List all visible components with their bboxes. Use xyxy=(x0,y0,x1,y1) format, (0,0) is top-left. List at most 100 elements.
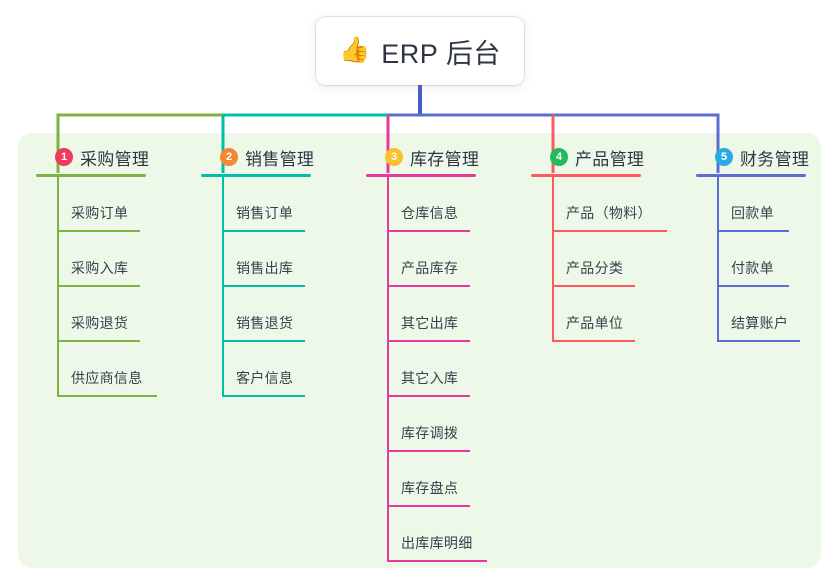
item-rule xyxy=(57,230,140,232)
item-label: 回款单 xyxy=(731,205,774,221)
column-items: 产品（物料） 产品分类产品单位 xyxy=(531,177,667,342)
column-spine xyxy=(222,177,224,397)
item-rule xyxy=(57,285,140,287)
item-rule xyxy=(387,450,470,452)
list-item[interactable]: 其它入库 xyxy=(387,342,479,397)
item-label: 产品分类 xyxy=(566,260,624,276)
list-item[interactable]: 出库库明细 xyxy=(387,507,487,562)
column-title: 产品管理 xyxy=(575,149,645,169)
list-item[interactable]: 产品库存 xyxy=(387,232,479,287)
list-item[interactable]: 库存盘点 xyxy=(387,452,479,507)
item-rule xyxy=(387,505,470,507)
column-header-1[interactable]: 1 采购管理 xyxy=(36,144,149,170)
item-rule xyxy=(222,285,305,287)
number-badge-icon: 5 xyxy=(715,148,733,166)
item-label: 采购入库 xyxy=(71,260,129,276)
item-rule xyxy=(387,340,470,342)
item-label: 采购退货 xyxy=(71,315,129,331)
item-label: 其它入库 xyxy=(401,370,459,386)
item-rule xyxy=(387,395,470,397)
number-badge-icon: 4 xyxy=(550,148,568,166)
item-label: 销售退货 xyxy=(236,315,294,331)
column-header-3[interactable]: 3 库存管理 xyxy=(366,144,479,170)
list-item[interactable]: 销售订单 xyxy=(222,177,314,232)
list-item[interactable]: 产品单位 xyxy=(552,287,644,342)
column-items: 销售订单销售出库销售退货客户信息 xyxy=(201,177,314,397)
list-item[interactable]: 销售退货 xyxy=(222,287,314,342)
list-item[interactable]: 仓库信息 xyxy=(387,177,479,232)
list-item[interactable]: 库存调拨 xyxy=(387,397,479,452)
column-title: 采购管理 xyxy=(80,149,150,169)
list-item[interactable]: 结算账户 xyxy=(717,287,809,342)
item-rule xyxy=(717,340,800,342)
list-item[interactable]: 采购退货 xyxy=(57,287,149,342)
list-item[interactable]: 其它出库 xyxy=(387,287,479,342)
item-label: 产品库存 xyxy=(401,260,459,276)
item-label: 供应商信息 xyxy=(71,370,143,386)
item-rule xyxy=(57,340,140,342)
column-items: 回款单付款单结算账户 xyxy=(696,177,809,342)
column-4: 4 产品管理产品（物料） 产品分类产品单位 xyxy=(531,144,667,342)
column-items: 仓库信息产品库存其它出库其它入库库存调拨库存盘点出库库明细 xyxy=(366,177,487,562)
item-label: 销售出库 xyxy=(236,260,294,276)
item-rule xyxy=(552,230,667,232)
item-label: 库存调拨 xyxy=(401,425,459,441)
list-item[interactable]: 供应商信息 xyxy=(57,342,157,397)
item-rule xyxy=(387,230,470,232)
column-title: 销售管理 xyxy=(245,149,315,169)
item-label: 出库库明细 xyxy=(401,535,473,551)
column-spine xyxy=(717,177,719,342)
item-rule xyxy=(552,285,635,287)
column-header-rule xyxy=(531,174,641,177)
column-header-rule xyxy=(696,174,806,177)
root-title: ERP 后台 xyxy=(381,38,501,69)
column-header-rule xyxy=(366,174,476,177)
column-title: 库存管理 xyxy=(410,149,480,169)
item-label: 产品（物料） xyxy=(566,205,652,221)
item-rule xyxy=(387,560,487,562)
column-items: 采购订单采购入库采购退货供应商信息 xyxy=(36,177,157,397)
item-label: 客户信息 xyxy=(236,370,294,386)
item-label: 库存盘点 xyxy=(401,480,459,496)
number-badge-icon: 3 xyxy=(385,148,403,166)
column-header-4[interactable]: 4 产品管理 xyxy=(531,144,644,170)
column-header-5[interactable]: 5 财务管理 xyxy=(696,144,809,170)
column-spine xyxy=(387,177,389,562)
number-badge-icon: 1 xyxy=(55,148,73,166)
column-spine xyxy=(57,177,59,397)
column-header-2[interactable]: 2 销售管理 xyxy=(201,144,314,170)
item-rule xyxy=(222,340,305,342)
list-item[interactable]: 采购订单 xyxy=(57,177,149,232)
item-label: 其它出库 xyxy=(401,315,459,331)
item-rule xyxy=(552,340,635,342)
item-rule xyxy=(57,395,157,397)
item-rule xyxy=(387,285,470,287)
item-label: 销售订单 xyxy=(236,205,294,221)
root-node[interactable]: 👍 ERP 后台 xyxy=(316,17,524,85)
column-spine xyxy=(552,177,554,342)
column-title: 财务管理 xyxy=(740,149,810,169)
item-label: 产品单位 xyxy=(566,315,624,331)
list-item[interactable]: 产品（物料） xyxy=(552,177,667,232)
list-item[interactable]: 采购入库 xyxy=(57,232,149,287)
item-rule xyxy=(222,395,305,397)
list-item[interactable]: 客户信息 xyxy=(222,342,314,397)
number-badge-icon: 2 xyxy=(220,148,238,166)
column-2: 2 销售管理销售订单销售出库销售退货客户信息 xyxy=(201,144,314,397)
list-item[interactable]: 产品分类 xyxy=(552,232,644,287)
column-1: 1 采购管理采购订单采购入库采购退货供应商信息 xyxy=(36,144,157,397)
column-5: 5 财务管理回款单付款单结算账户 xyxy=(696,144,809,342)
item-label: 仓库信息 xyxy=(401,205,459,221)
item-label: 结算账户 xyxy=(731,315,789,331)
list-item[interactable]: 销售出库 xyxy=(222,232,314,287)
list-item[interactable]: 付款单 xyxy=(717,232,809,287)
item-rule xyxy=(717,230,789,232)
thumbs-up-icon: 👍 xyxy=(339,35,371,64)
item-label: 采购订单 xyxy=(71,205,129,221)
column-header-rule xyxy=(36,174,146,177)
diagram-canvas xyxy=(18,133,821,568)
item-label: 付款单 xyxy=(731,260,774,276)
item-rule xyxy=(717,285,789,287)
list-item[interactable]: 回款单 xyxy=(717,177,809,232)
